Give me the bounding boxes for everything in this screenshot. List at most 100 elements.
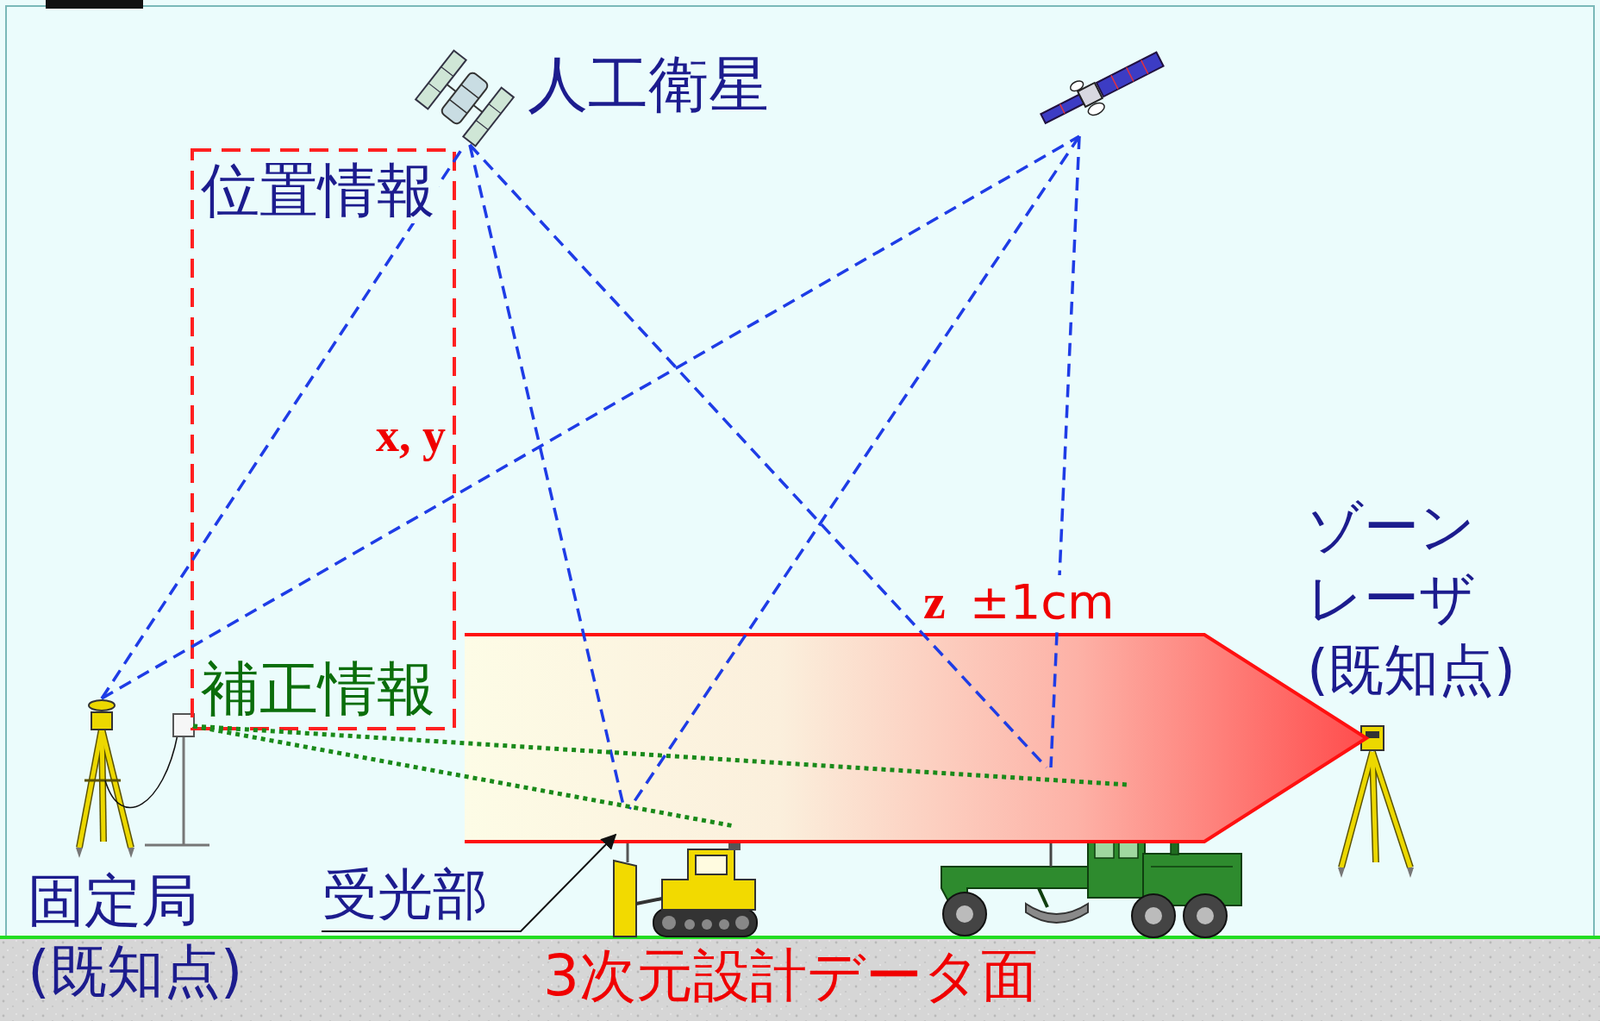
bulldozer-illustration (728, 843, 741, 850)
info-label: 位置情報 (197, 158, 439, 224)
satellite-icon (475, 119, 488, 130)
grader-illustration (1196, 906, 1214, 925)
satellite-signal (101, 136, 1080, 809)
satellite-icon (441, 66, 454, 76)
gnss-base-tripod (84, 779, 121, 782)
bulldozer-illustration (718, 918, 730, 930)
grader-illustration (956, 905, 974, 923)
band-fill (464, 632, 1369, 844)
info-label: 補正情報 (197, 656, 439, 722)
zone-laser-tripod (1372, 751, 1376, 863)
bulldozer-illustration (695, 855, 727, 875)
zone-laser-tripod (1341, 751, 1373, 868)
background (45, 0, 144, 9)
satellite-signal (469, 144, 1047, 768)
satellite-icon (1060, 104, 1065, 114)
grader-illustration (1183, 893, 1227, 938)
correction-signal (193, 725, 1128, 826)
bulldozer-illustration (684, 918, 695, 930)
satellite-icon (1111, 75, 1119, 89)
gnss-base-tripod (88, 700, 115, 711)
correction-signal (193, 725, 735, 826)
satellite-icon (449, 99, 467, 113)
zone-laser-tripod (1372, 751, 1411, 868)
satellite-icon (1096, 52, 1164, 97)
satellite-icon (1077, 82, 1103, 107)
satellite-icon (415, 50, 467, 110)
gnss-base-tripod (75, 847, 83, 858)
satellite-icon (1040, 94, 1084, 124)
gnss-base-tripod (101, 728, 132, 848)
gnss-base-tripod (101, 728, 104, 842)
bulldozer-illustration (636, 898, 663, 904)
zone-laser-tripod (1337, 867, 1345, 878)
info-bracket: 位置情報 x, y 補正情報 (190, 148, 457, 731)
gnss-base-tripod (91, 712, 113, 730)
radio-station (182, 734, 186, 845)
satellite-icon (439, 70, 489, 125)
zone-laser-tripod (1372, 751, 1411, 868)
grader-illustration (943, 892, 987, 936)
grader-illustration (1025, 903, 1088, 923)
bracket-content: 位置情報 x, y 補正情報 (190, 148, 457, 731)
gnss-base-tripod (101, 728, 104, 842)
satellite-icon (1035, 43, 1170, 138)
band-border (464, 634, 1367, 842)
satellite-signal (629, 136, 1080, 809)
grader-illustration (1144, 906, 1163, 925)
gnss-base-tripod (127, 847, 135, 858)
satellite-icon (447, 84, 457, 92)
grader-illustration (1143, 853, 1242, 906)
satellite-icon (473, 105, 482, 113)
background (6, 6, 1594, 1015)
satellite-icon (462, 87, 514, 147)
dashed-border (192, 150, 455, 729)
satellite-icon (415, 50, 514, 147)
satellite-label: 人工衛星 (527, 51, 769, 119)
bulldozer-illustration (662, 915, 676, 930)
gnss-base-tripod (79, 728, 102, 848)
gnss-base-tripod (75, 700, 135, 858)
grader-illustration (1038, 887, 1048, 907)
leader-line (321, 834, 616, 932)
base-station-label: 固定局 (既知点) (27, 865, 278, 1007)
band-heading: z ±1cm (918, 574, 1119, 630)
radio-station (105, 713, 210, 845)
satellite-icon (488, 104, 501, 114)
satellite-signal (101, 136, 1080, 699)
zone-laser-label: ゾーン レーザ (既知点) (1306, 491, 1575, 707)
axis-letter: z (918, 574, 950, 630)
satellite-icon (1068, 79, 1086, 94)
coordinate-label: x, y (372, 410, 450, 462)
radio-station (105, 734, 178, 808)
accuracy-band: z±1cm (464, 632, 1369, 844)
bulldozer-illustration (653, 908, 757, 937)
grader-illustration (1150, 865, 1233, 868)
gnss-base-tripod (101, 728, 132, 848)
grader-illustration (941, 866, 1091, 901)
satellite-icon (1141, 60, 1149, 75)
satellite-signal (1050, 136, 1080, 768)
satellite-icon (1086, 100, 1107, 119)
zone-laser-tripod (1341, 751, 1373, 868)
bulldozer-illustration (613, 860, 637, 937)
bulldozer-illustration (701, 918, 713, 930)
satellite-signal (469, 144, 625, 809)
grader-illustration (1131, 893, 1175, 938)
bulldozer-illustration (662, 849, 756, 910)
gnss-base-tripod (79, 728, 102, 848)
zone-laser-tripod (1406, 867, 1414, 878)
design-surface-label: 3次元設計データ面 (543, 944, 1038, 1008)
zone-laser-tripod (1372, 751, 1376, 863)
receiver-label: 受光部 (322, 863, 488, 925)
satellite-signal (101, 144, 465, 699)
correction-signal (193, 725, 1128, 785)
satellite-icon (1126, 67, 1134, 82)
tolerance-value: ±1cm (965, 575, 1119, 629)
bulldozer-illustration (735, 915, 750, 930)
radio-station (144, 843, 210, 847)
